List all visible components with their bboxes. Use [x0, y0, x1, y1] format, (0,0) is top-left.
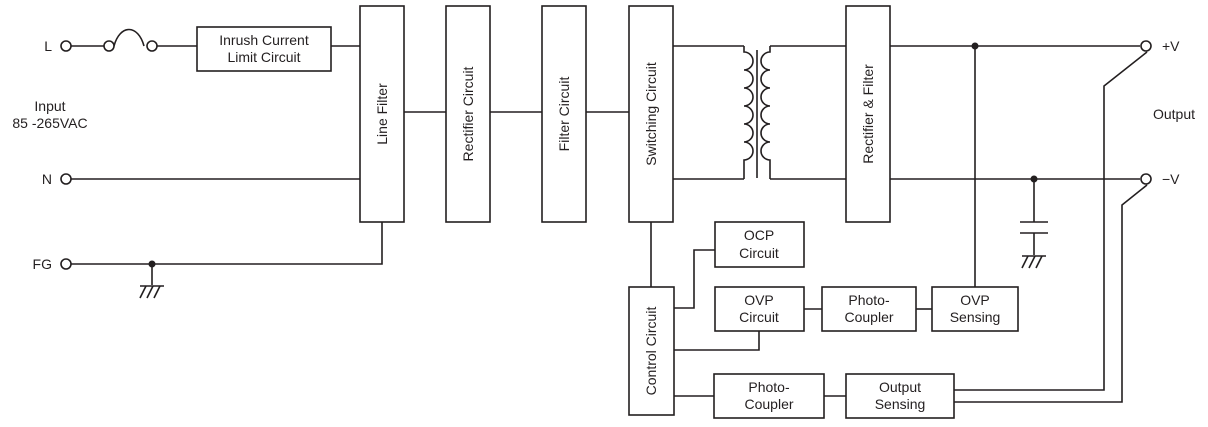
fuse-terminal-right — [146, 40, 158, 52]
photo-coupler-ovp-block: Photo- Coupler — [821, 286, 917, 332]
ovp-label-line1: OVP — [744, 292, 774, 308]
inrush-current-limit-block: Inrush Current Limit Circuit — [196, 26, 332, 72]
output-sensing-line2: Sensing — [875, 396, 926, 412]
l-terminal-label: L — [44, 38, 52, 54]
fuse-icon — [113, 28, 145, 47]
wiring — [71, 28, 1148, 403]
inrush-label-line1: Inrush Current — [219, 32, 309, 48]
minus-v-label: −V — [1162, 171, 1180, 187]
output-sensing-block: Output Sensing — [845, 373, 955, 419]
ovp-sensing-line1: OVP — [960, 292, 990, 308]
minus-v-terminal — [1140, 173, 1152, 185]
input-label: Input — [34, 98, 65, 114]
secondary-winding — [760, 46, 771, 179]
photo-coupler-1-line1: Photo- — [848, 292, 890, 308]
fg-terminal-label: FG — [33, 256, 52, 272]
ovp-sensing-block: OVP Sensing — [931, 286, 1019, 332]
rectifier-circuit-label: Rectifier Circuit — [460, 66, 476, 161]
primary-winding — [743, 46, 754, 179]
ovp-to-control-wire — [674, 331, 760, 351]
filter-circuit-label: Filter Circuit — [556, 77, 572, 152]
ocp-circuit-block: OCP Circuit — [714, 221, 805, 268]
output-label: Output — [1153, 106, 1195, 122]
photo-coupler-1-line2: Coupler — [844, 309, 893, 325]
photo-coupler-2-line1: Photo- — [748, 379, 790, 395]
switching-circuit-label: Switching Circuit — [643, 62, 659, 166]
plus-v-terminal — [1140, 40, 1152, 52]
ovp-label-line2: Circuit — [739, 309, 779, 325]
output-sensing-line1: Output — [879, 379, 921, 395]
photo-coupler-output-block: Photo- Coupler — [713, 373, 825, 419]
rectifier-circuit-block: Rectifier Circuit — [445, 5, 491, 223]
ocp-label-line1: OCP — [744, 227, 774, 243]
inrush-label-line2: Limit Circuit — [227, 49, 300, 65]
fg-junction-dot — [148, 260, 156, 268]
frame-ground-icon — [139, 285, 164, 299]
n-terminal — [60, 173, 72, 185]
control-circuit-label: Control Circuit — [643, 307, 659, 396]
fg-wire — [71, 222, 383, 265]
transformer-icon — [743, 46, 771, 179]
rectifier-filter-block: Rectifier & Filter — [845, 5, 891, 223]
minus-v-junction-dot — [1030, 175, 1038, 183]
line-filter-block: Line Filter — [359, 5, 405, 223]
filter-circuit-block: Filter Circuit — [541, 5, 587, 223]
ocp-label-line2: Circuit — [739, 245, 779, 261]
minus-sense-wire — [954, 184, 1148, 403]
ovp-circuit-block: OVP Circuit — [714, 286, 805, 332]
control-to-ocp-wire — [674, 249, 715, 309]
capacitor-icon — [1020, 221, 1048, 234]
fg-terminal — [60, 258, 72, 270]
control-circuit-block: Control Circuit — [628, 286, 675, 416]
n-terminal-label: N — [42, 171, 52, 187]
switching-circuit-block: Switching Circuit — [628, 5, 674, 223]
ovp-sensing-line2: Sensing — [950, 309, 1001, 325]
rectifier-filter-label: Rectifier & Filter — [860, 64, 876, 164]
plus-sense-wire — [954, 51, 1148, 391]
fuse-terminal-left — [103, 40, 115, 52]
plus-v-label: +V — [1162, 38, 1180, 54]
photo-coupler-2-line2: Coupler — [744, 396, 793, 412]
output-ground-icon — [1021, 255, 1046, 269]
line-filter-label: Line Filter — [374, 83, 390, 145]
plus-v-junction-dot — [971, 42, 979, 50]
input-voltage-range: 85 -265VAC — [12, 115, 87, 131]
l-terminal — [60, 40, 72, 52]
